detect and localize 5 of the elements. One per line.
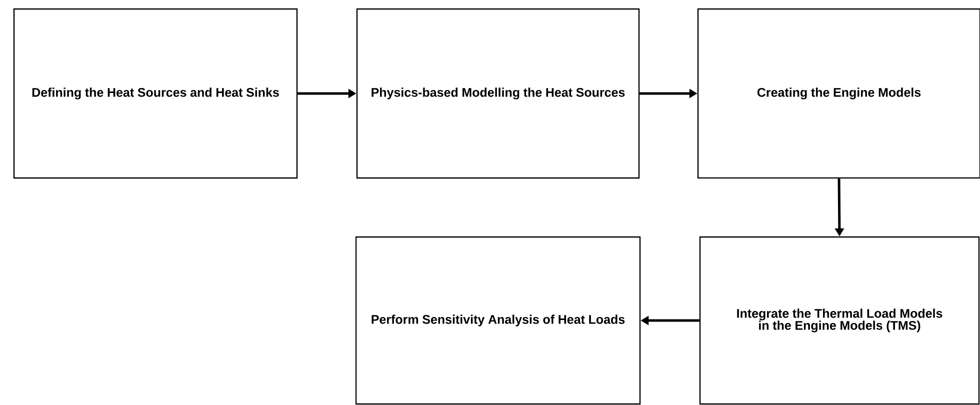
process-box: Physics-based Modelling the Heat Sources — [356, 8, 640, 179]
process-box: Creating the Engine Models — [697, 8, 980, 179]
process-box: Integrate the Thermal Load Models in the Engine Models (TMS) — [699, 236, 980, 405]
process-box: Defining the Heat Sources and Heat Sinks — [13, 8, 298, 179]
process-box: Perform Sensitivity Analysis of Heat Loads — [355, 236, 641, 405]
